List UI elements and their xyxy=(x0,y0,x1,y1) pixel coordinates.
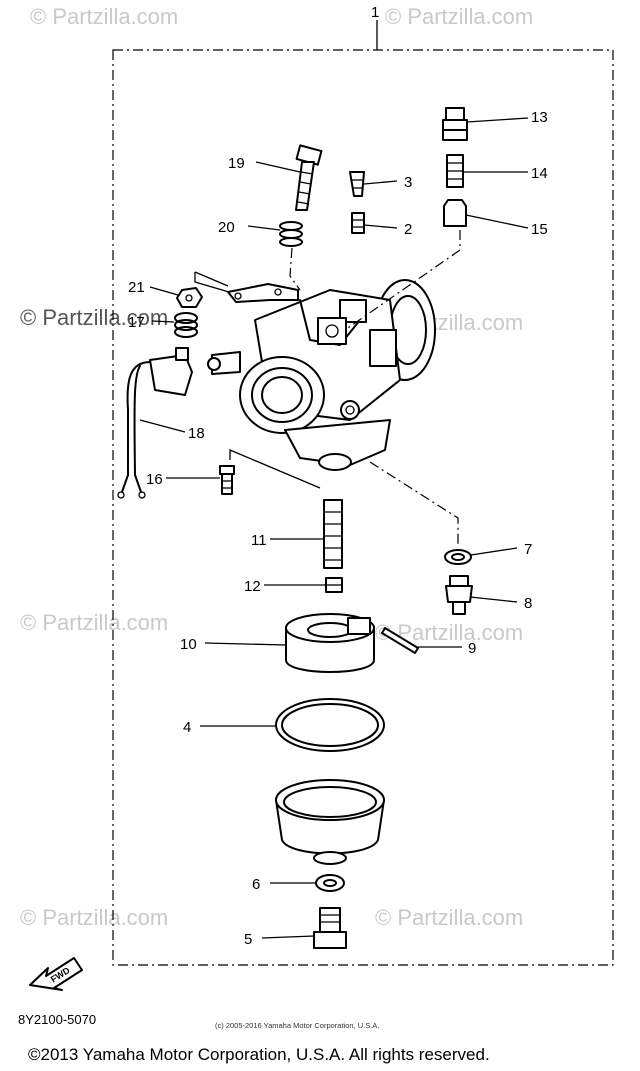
part-main-jet-holder xyxy=(323,499,343,569)
leader-line-2 xyxy=(363,224,398,229)
callout-2: 2 xyxy=(404,221,412,238)
callout-17: 17 xyxy=(128,314,145,331)
leader-line-19 xyxy=(255,161,301,173)
callout-20: 20 xyxy=(218,219,235,236)
callout-16: 16 xyxy=(146,471,163,488)
callout-6: 6 xyxy=(252,876,260,893)
part-small-spring xyxy=(351,212,365,234)
leader-line-18 xyxy=(139,419,186,433)
callout-19: 19 xyxy=(228,155,245,172)
part-carburetor-body xyxy=(207,279,436,471)
part-float xyxy=(285,613,375,673)
assembly-line-upper xyxy=(194,272,230,293)
part-valve-seat xyxy=(445,575,473,615)
leader-line-21 xyxy=(149,286,179,296)
part-drain-screw xyxy=(219,465,235,495)
callout-7: 7 xyxy=(524,541,532,558)
part-washer xyxy=(444,549,472,565)
callout-9: 9 xyxy=(468,640,476,657)
assembly-frame xyxy=(112,49,614,966)
part-coil-spring xyxy=(174,312,198,338)
watermark: © Partzilla.com xyxy=(30,4,178,29)
callout-11: 11 xyxy=(251,532,267,549)
watermark-layer: © Partzilla.com © Partzilla.com © Partzi… xyxy=(20,4,533,930)
watermark: © Partzilla.com xyxy=(20,905,168,930)
leader-line-13 xyxy=(466,117,529,123)
leader-line-3 xyxy=(363,180,398,185)
watermark: © Partzilla.com xyxy=(375,905,523,930)
callout-5: 5 xyxy=(244,931,252,948)
callout-14: 14 xyxy=(531,165,548,182)
callout-15: 15 xyxy=(531,221,548,238)
leader-line-15 xyxy=(465,214,529,229)
part-float-pin xyxy=(381,627,419,654)
footer-copyright: ©2013 Yamaha Motor Corporation, U.S.A. A… xyxy=(28,1045,490,1064)
part-drain-washer xyxy=(315,874,345,892)
assembly-line-needle xyxy=(344,230,461,331)
part-spring xyxy=(279,221,303,247)
leader-line-7 xyxy=(470,547,518,556)
part-drain-plug xyxy=(313,907,347,949)
callout-4: 4 xyxy=(183,719,191,736)
callout-21: 21 xyxy=(128,279,145,296)
assembly-line-spring xyxy=(289,247,301,291)
part-pilot-screw xyxy=(349,171,365,197)
assembly-line-valve xyxy=(369,461,459,545)
leader-line-20 xyxy=(247,225,281,231)
assembly-line-upper xyxy=(194,271,229,287)
leader-line-10 xyxy=(204,642,287,646)
part-float-bowl xyxy=(275,779,385,865)
callout-13: 13 xyxy=(531,109,548,126)
leader-line-5 xyxy=(261,935,315,939)
leader-line-8 xyxy=(469,596,518,603)
callout-12: 12 xyxy=(244,578,261,595)
part-gasket xyxy=(275,698,385,752)
watermark: © Partzilla.com xyxy=(385,4,533,29)
watermark: © Partzilla.com xyxy=(20,305,168,330)
callout-18: 18 xyxy=(188,425,205,442)
part-throttle-stop-screw xyxy=(295,144,323,211)
fwd-arrow-icon: FWD xyxy=(29,957,83,991)
callout-8: 8 xyxy=(524,595,532,612)
part-needle-valve-stack xyxy=(442,107,468,227)
part-main-jet xyxy=(325,577,343,593)
small-copyright: (c) 2005-2016 Yamaha Motor Corporation, … xyxy=(215,1021,379,1030)
watermark: © Partzilla.com xyxy=(20,610,168,635)
part-nut xyxy=(176,287,203,308)
callout-10: 10 xyxy=(180,636,197,653)
callout-3: 3 xyxy=(404,174,412,191)
assembly-line-sensor xyxy=(229,449,321,489)
callout-1: 1 xyxy=(371,4,379,21)
diagram-code: 8Y2100-5070 xyxy=(18,1012,96,1027)
leader-line-17 xyxy=(151,320,175,323)
part-throttle-sensor-wire xyxy=(117,347,193,499)
